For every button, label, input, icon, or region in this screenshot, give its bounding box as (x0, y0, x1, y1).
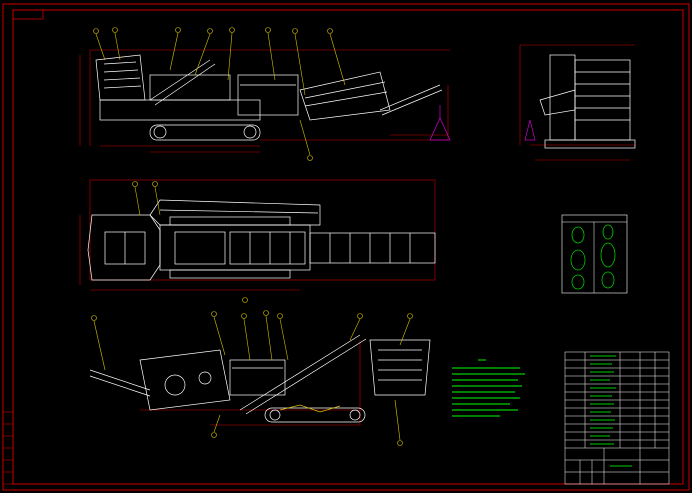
side-elevation-balloons (93, 27, 346, 161)
title-block-fills (590, 355, 632, 467)
opposite-side-balloons (91, 310, 413, 446)
spec-glyphs (570, 224, 616, 290)
side-elevation-view (79, 27, 451, 161)
plan-view-dimensions (79, 179, 436, 291)
opposite-side-dimensions (140, 340, 361, 426)
plan-view-balloons (132, 181, 248, 303)
opposite-side-elevation-view (89, 310, 431, 446)
end-elevation-view (519, 44, 636, 161)
side-elevation-dimensions (79, 49, 450, 153)
spec-diagram-table (561, 214, 628, 294)
sheet-frame (2, 3, 690, 491)
end-elevation-machine (524, 54, 636, 149)
plan-view (79, 179, 436, 303)
end-elevation-dimensions (519, 44, 635, 161)
left-margin-table (2, 411, 14, 485)
title-block (564, 351, 670, 485)
side-elevation-machine (95, 54, 451, 141)
opposite-side-machine (89, 334, 431, 423)
technical-notes (452, 359, 525, 417)
plan-view-machine (87, 199, 436, 281)
